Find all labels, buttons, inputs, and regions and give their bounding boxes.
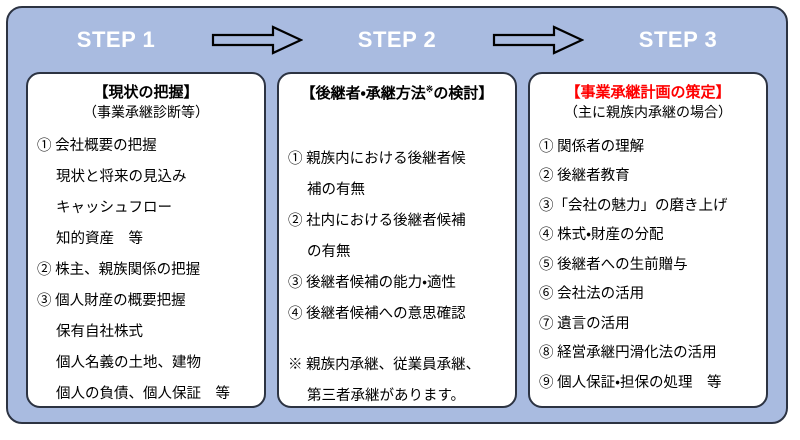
card-2-subtitle [288, 106, 506, 124]
step-card-2: 【後継者・承継方法※の検討】 ① 親族内における後継者候 補の有無 ② 社内にお… [277, 72, 517, 408]
list-item: ④ 株式・財産の分配 [539, 227, 664, 244]
card-2-item-list: ① 親族内における後継者候 補の有無 ② 社内における後継者候補 の有無 ③ 後… [288, 144, 506, 406]
list-item: ① 関係者の理解 [539, 138, 645, 155]
list-item: 個人の負債、個人保証 等 [56, 385, 230, 402]
arrow-step2-to-step3 [490, 23, 586, 57]
list-item: ⑤ 後継者への生前贈与 [539, 256, 688, 273]
list-item: ⑦ 遺言の活用 [539, 315, 630, 332]
list-item: 保有自社株式 [56, 323, 143, 340]
list-item: ④ 後継者候補への意思確認 [288, 305, 466, 322]
list-item: 補の有無 [307, 181, 365, 198]
arrow-step1-to-step2 [209, 23, 305, 57]
list-item: ② 株主、親族関係の把握 [37, 261, 201, 278]
step-card-1: 【現状の把握】 （事業承継診断等） ① 会社概要の把握 現状と将来の見込み キャ… [26, 72, 266, 408]
step-label-2: STEP 2 [357, 27, 437, 52]
card-2-title-tail: の検討】 [433, 86, 494, 102]
succession-steps-diagram: STEP 1 STEP 2 STEP 3 【現状の把握】 （事業承継診断等） ①… [6, 6, 788, 424]
card-3-title: 【事業承継計画の策定】 [565, 85, 731, 101]
list-item: ② 社内における後継者候補 [288, 212, 466, 229]
list-item: ⑨ 個人保証・担保の処理 等 [539, 374, 722, 391]
footnote-line: 第三者承継があります。 [307, 387, 466, 404]
list-item: ② 後継者教育 [539, 168, 630, 185]
list-item: 知的資産 等 [56, 230, 143, 247]
list-item: ① 会社概要の把握 [37, 137, 157, 154]
list-spacer [288, 330, 506, 350]
step-header-band: STEP 1 STEP 2 STEP 3 [8, 8, 786, 72]
step-cards-row: 【現状の把握】 （事業承継診断等） ① 会社概要の把握 現状と将来の見込み キャ… [8, 72, 786, 422]
list-item: 現状と将来の見込み [56, 168, 187, 185]
card-3-subtitle: （主に親族内承継の場合） [564, 105, 732, 121]
step-label-3: STEP 3 [638, 27, 718, 52]
list-item: ③「会社の魅力」の磨き上げ [539, 197, 728, 214]
step-label-1: STEP 1 [76, 27, 156, 52]
list-item: ⑥ 会社法の活用 [539, 286, 645, 303]
card-1-subtitle: （事業承継診断等） [83, 105, 209, 121]
list-item: 個人名義の土地、建物 [56, 354, 201, 371]
step-card-3: 【事業承継計画の策定】 （主に親族内承継の場合） ① 関係者の理解 ② 後継者教… [528, 72, 768, 408]
list-item: ⑧ 経営承継円滑化法の活用 [539, 345, 717, 362]
footnote-line: ※ 親族内承継、従業員承継、 [288, 356, 481, 373]
card-1-item-list: ① 会社概要の把握 現状と将来の見込み キャッシュフロー 知的資産 等 ② 株主… [37, 131, 255, 406]
list-item: ③ 後継者候補の能力・適性 [288, 274, 457, 291]
card-3-item-list: ① 関係者の理解 ② 後継者教育 ③「会社の魅力」の磨き上げ ④ 株式・財産の分… [539, 133, 757, 399]
list-item: ① 親族内における後継者候 [288, 150, 466, 167]
card-1-title: 【現状の把握】 [93, 85, 199, 101]
card-2-title: 【後継者・承継方法※の検討】 [288, 84, 506, 104]
card-2-title-main: 【後継者・承継方法 [300, 86, 426, 102]
list-item: の有無 [307, 243, 351, 260]
reference-mark-icon: ※ [425, 84, 434, 94]
list-item: ③ 個人財産の概要把握 [37, 292, 186, 309]
list-item: キャッシュフロー [56, 199, 172, 216]
